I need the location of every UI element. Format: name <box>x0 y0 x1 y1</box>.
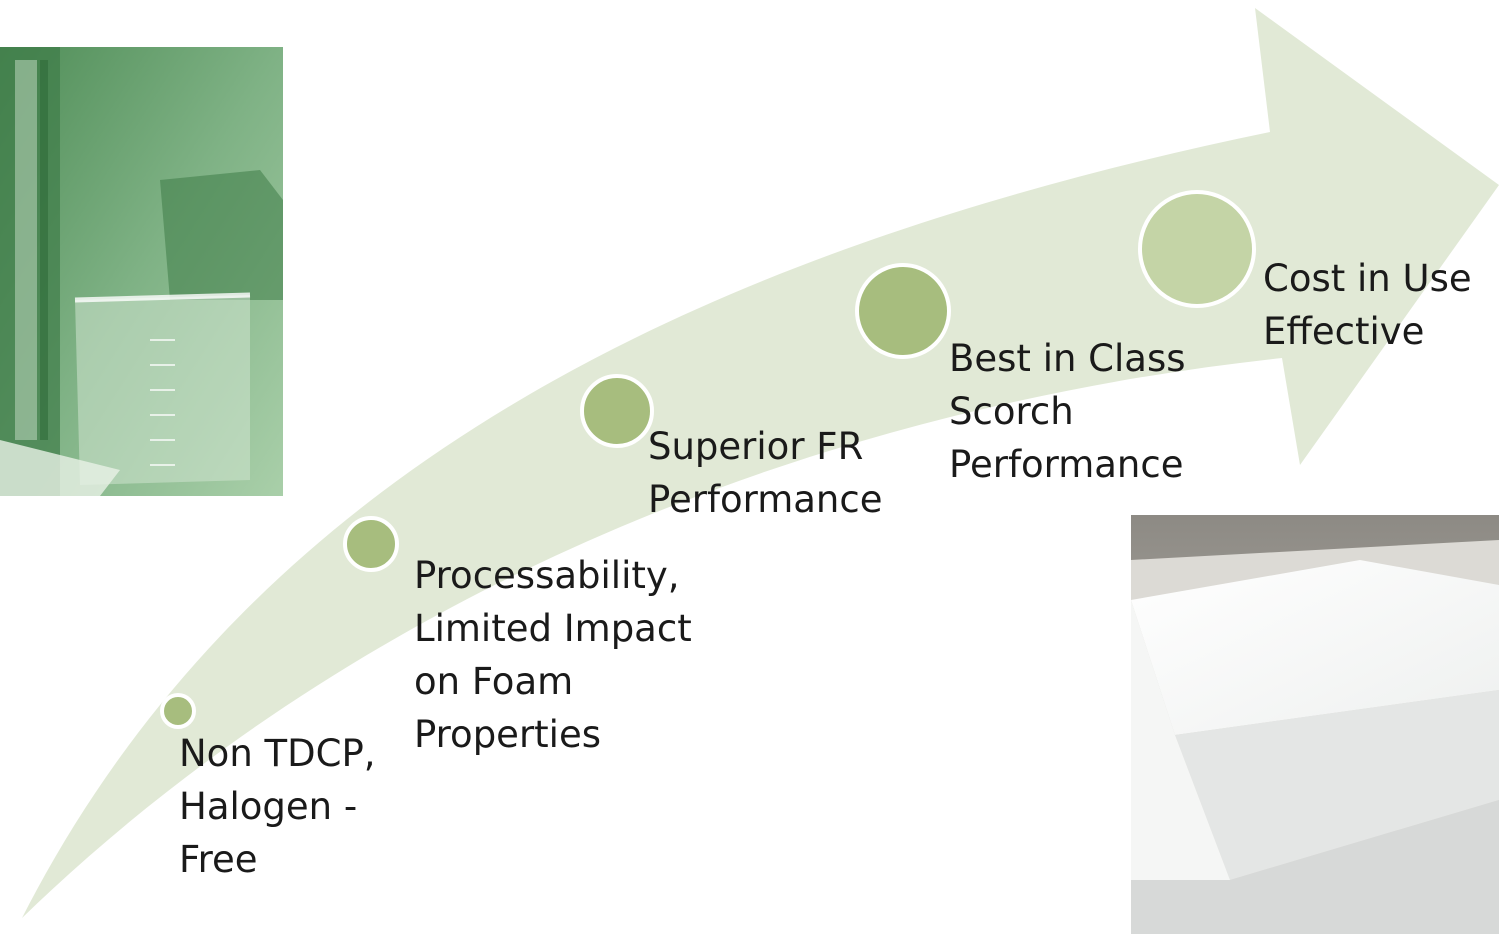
step-label-cost-in-use: Cost in Use Effective <box>1263 257 1472 353</box>
foam-block-image <box>1131 515 1499 934</box>
step-marker-4 <box>855 263 951 359</box>
step-label-superior-fr: Superior FR Performance <box>648 425 883 521</box>
step-label-processability: Processability, Limited Impact on Foam P… <box>414 554 692 756</box>
step-marker-1 <box>160 693 196 729</box>
step-markers <box>160 190 1256 729</box>
lab-glassware-image <box>0 47 283 496</box>
progress-arrow <box>22 8 1499 918</box>
step-label-non-tdcp: Non TDCP, Halogen - Free <box>179 732 376 881</box>
step-marker-5 <box>1138 190 1256 308</box>
step-marker-3 <box>580 374 654 448</box>
step-marker-2 <box>343 516 399 572</box>
step-label-best-in-class: Best in Class Scorch Performance <box>949 337 1186 486</box>
